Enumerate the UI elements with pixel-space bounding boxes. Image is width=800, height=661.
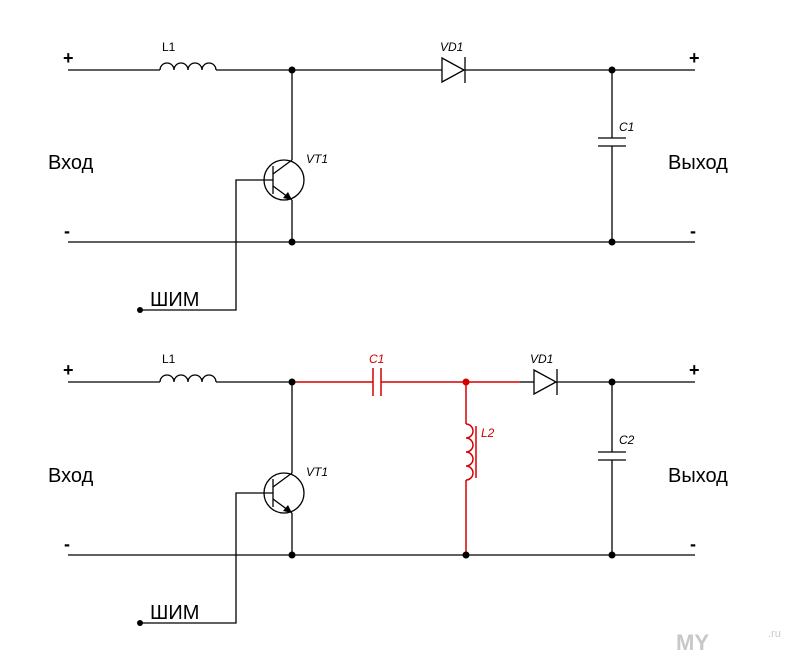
transistor-vt1 bbox=[263, 159, 305, 201]
label-vd1: VD1 bbox=[530, 352, 553, 366]
label-l1: L1 bbox=[162, 40, 176, 54]
pwm-terminal bbox=[137, 620, 143, 626]
inductor-l1 bbox=[159, 62, 217, 71]
output-minus: - bbox=[690, 534, 696, 554]
output-label: Выход bbox=[668, 152, 728, 174]
pwm-label: ШИМ bbox=[150, 602, 199, 624]
junction-dot-red bbox=[462, 378, 470, 386]
diode-vd1 bbox=[441, 56, 466, 84]
watermark-text: MY bbox=[676, 630, 709, 655]
input-label: Вход bbox=[48, 152, 94, 174]
output-label: Выход bbox=[668, 465, 728, 487]
junction-dot bbox=[288, 66, 296, 74]
junction-dot bbox=[608, 378, 616, 386]
label-c1: C1 bbox=[619, 120, 634, 134]
diode-vd1 bbox=[533, 368, 558, 396]
label-vt1: VT1 bbox=[306, 152, 328, 166]
watermark-suffix: .ru bbox=[768, 628, 781, 640]
output-plus: + bbox=[689, 48, 700, 68]
pwm-wire bbox=[140, 492, 273, 624]
capacitor-c1 bbox=[598, 137, 626, 147]
input-minus: - bbox=[64, 221, 70, 241]
output-minus: - bbox=[690, 221, 696, 241]
transistor-vt1 bbox=[263, 472, 305, 514]
capacitor-c1-coupling bbox=[372, 368, 382, 396]
input-plus: + bbox=[63, 48, 74, 68]
top-circuit: L1 VD1 VT1 C1 Вход Выход ШИМ + - + - bbox=[48, 40, 728, 313]
pwm-wire bbox=[140, 179, 273, 311]
watermark: MY .ru bbox=[676, 628, 781, 655]
inductor-l2 bbox=[465, 423, 477, 481]
junction-dot bbox=[608, 66, 616, 74]
junction-dot bbox=[288, 238, 296, 246]
label-c2: C2 bbox=[619, 433, 635, 447]
label-vd1: VD1 bbox=[440, 40, 463, 54]
junction-dot bbox=[462, 551, 470, 559]
pwm-label: ШИМ bbox=[150, 289, 199, 311]
input-plus: + bbox=[63, 360, 74, 380]
pwm-terminal bbox=[137, 307, 143, 313]
input-minus: - bbox=[64, 534, 70, 554]
label-l1: L1 bbox=[162, 352, 176, 366]
capacitor-c2 bbox=[598, 451, 626, 461]
output-plus: + bbox=[689, 360, 700, 380]
inductor-l1 bbox=[159, 374, 217, 383]
bottom-circuit: L1 C1 L2 VD1 VT1 C2 Вход Выход ШИМ + - +… bbox=[48, 352, 728, 626]
label-l2: L2 bbox=[481, 426, 495, 440]
junction-dot bbox=[608, 238, 616, 246]
junction-dot bbox=[288, 378, 296, 386]
junction-dot bbox=[608, 551, 616, 559]
label-c1-coupling: C1 bbox=[369, 352, 384, 366]
junction-dot bbox=[288, 551, 296, 559]
input-label: Вход bbox=[48, 465, 94, 487]
label-vt1: VT1 bbox=[306, 465, 328, 479]
